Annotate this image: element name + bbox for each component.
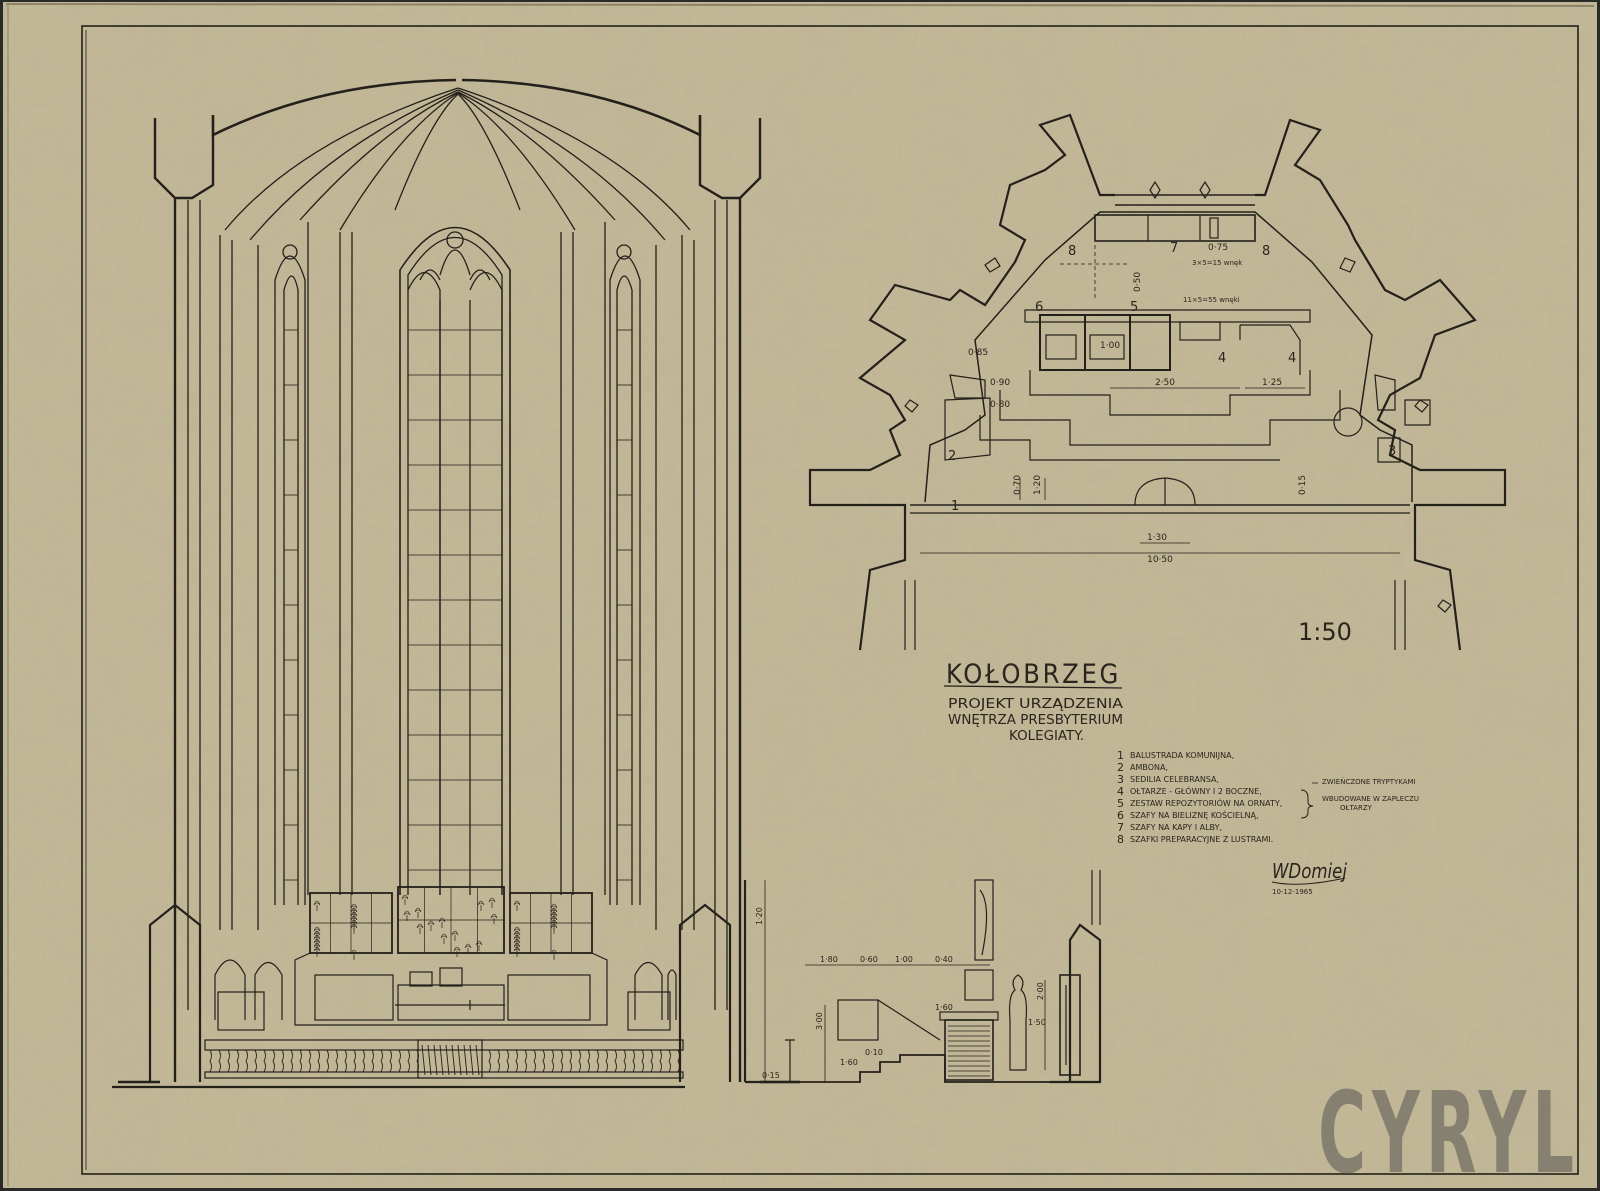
legend-num-8: 8 — [1117, 833, 1124, 846]
dim-015: 0·15 — [1298, 475, 1308, 495]
sec-dim-040: 0·40 — [935, 955, 953, 964]
note-15-niches: 3×5=15 wnęk — [1192, 259, 1243, 267]
chancel-plan — [808, 113, 1507, 651]
drawing-border — [81, 25, 1579, 1175]
legend-num-6: 6 — [1117, 809, 1124, 822]
legend-note-bottom-1: WBUDOWANE W ZAPLECZU — [1322, 795, 1419, 803]
scale-label: 1:50 — [1298, 618, 1352, 646]
plan-dimension-text: 1·30 10·50 2·50 1·25 1·00 0·90 0·80 0·85… — [968, 243, 1308, 565]
legend-num-5: 5 — [1117, 797, 1124, 810]
sec-dim-120: 1·20 — [755, 907, 764, 925]
sec-dim-300: 3·00 — [815, 1012, 824, 1030]
sec-dim-150: 1·50 — [1028, 1018, 1046, 1027]
plan-label-8b: 8 — [1262, 244, 1270, 259]
title-city: KOŁOBRZEG — [946, 659, 1121, 690]
sec-dim-200: 2·00 — [1036, 982, 1045, 1000]
dim-125: 1·25 — [1262, 378, 1282, 388]
legend-num-4: 4 — [1117, 785, 1124, 798]
dim-085: 0·85 — [968, 348, 988, 358]
sec-dim-160: 1·60 — [935, 1003, 953, 1012]
legend-text-6: SZAFY NA BIELIZNĘ KOŚCIELNĄ, — [1130, 809, 1258, 820]
legend-text-3: SEDILIA CELEBRANSA, — [1130, 775, 1219, 784]
title-line-3: KOLEGIATY. — [1009, 729, 1084, 744]
dim-080: 0·80 — [990, 400, 1010, 410]
altar-slats — [948, 1025, 990, 1077]
legend-note-bottom-2: OŁTARZY — [1340, 804, 1373, 812]
sec-dim-015: 0·15 — [762, 1071, 780, 1080]
legend-text-2: AMBONA, — [1130, 763, 1168, 772]
plan-label-4a: 4 — [1218, 351, 1226, 366]
cross-section — [743, 870, 1102, 1084]
plan-label-3: 3 — [1388, 444, 1396, 459]
triptych-panels — [310, 887, 592, 960]
dim-075: 0·75 — [1208, 243, 1228, 253]
plan-label-4b: 4 — [1288, 351, 1296, 366]
plan-furnishings — [904, 180, 1452, 613]
section-dimension-text: 1·80 0·60 1·00 0·40 1·60 3·00 1·60 1·50 … — [755, 907, 1046, 1080]
dim-070: 0·70 — [1013, 475, 1023, 495]
legend-text-1: BALUSTRADA KOMUNIJNA, — [1130, 751, 1234, 760]
sec-dim-180: 1·80 — [820, 955, 838, 964]
sec-dim-100: 1·00 — [895, 955, 913, 964]
legend: 1 BALUSTRADA KOMUNIJNA, 2 AMBONA, 3 SEDILIA C… — [1117, 749, 1282, 846]
dim-120: 1·20 — [1033, 475, 1043, 495]
dim-050: 0·50 — [1133, 272, 1143, 292]
dim-250: 2·50 — [1155, 378, 1175, 388]
sec-dim-060: 0·60 — [860, 955, 878, 964]
plan-label-1: 1 — [951, 499, 959, 514]
legend-num-3: 3 — [1117, 773, 1124, 786]
window-tracery — [284, 329, 632, 881]
plan-label-8a: 8 — [1068, 244, 1076, 259]
legend-text-4: OŁTARZE - GŁÓWNY I 2 BOCZNE, — [1130, 785, 1262, 796]
plan-label-2: 2 — [948, 449, 956, 464]
plan-label-6: 6 — [1035, 300, 1043, 315]
altar-zone — [148, 886, 732, 1082]
legend-text-7: SZAFY NA KAPY I ALBY, — [1130, 823, 1222, 832]
watermark-logo: CYRYL — [1318, 1069, 1580, 1191]
legend-text-5: ZESTAW REPOZYTORIÓW NA ORNATY, — [1130, 797, 1282, 808]
signature-text: WDomiej — [1272, 859, 1347, 883]
plan-label-7: 7 — [1170, 241, 1178, 256]
dim-100: 1·00 — [1100, 341, 1120, 351]
plan-label-5: 5 — [1130, 300, 1138, 315]
legend-num-1: 1 — [1117, 749, 1124, 762]
sec-dim-160b: 1·60 — [840, 1058, 858, 1067]
communion-rail — [209, 1044, 680, 1076]
dim-090: 0·90 — [990, 378, 1010, 388]
legend-num-7: 7 — [1117, 821, 1124, 834]
signature-date: 10-12-1965 — [1272, 888, 1313, 896]
sec-dim-010: 0·10 — [865, 1048, 883, 1057]
dim-1050: 10·50 — [1147, 555, 1173, 565]
title-block: KOŁOBRZEG PROJEKT URZĄDZENIA WNĘTRZA PRE… — [943, 659, 1123, 744]
note-55-niches: 11×5=55 wnęki — [1183, 296, 1240, 304]
legend-note-top: ZWIEŃCZONE TRYPTYKAMI — [1322, 777, 1416, 786]
title-line-2: WNĘTRZA PRESBYTERIUM — [948, 713, 1123, 728]
title-line-1: PROJEKT URZĄDZENIA — [948, 697, 1123, 712]
signature: WDomiej 10-12-1965 — [1271, 859, 1347, 896]
plan-numbers: 1 2 3 4 4 5 6 7 8 8 — [948, 241, 1396, 514]
legend-num-2: 2 — [1117, 761, 1124, 774]
dim-130: 1·30 — [1147, 533, 1167, 543]
legend-text-8: SZAFKI PREPARACYJNE Z LUSTRAMI. — [1130, 835, 1273, 844]
